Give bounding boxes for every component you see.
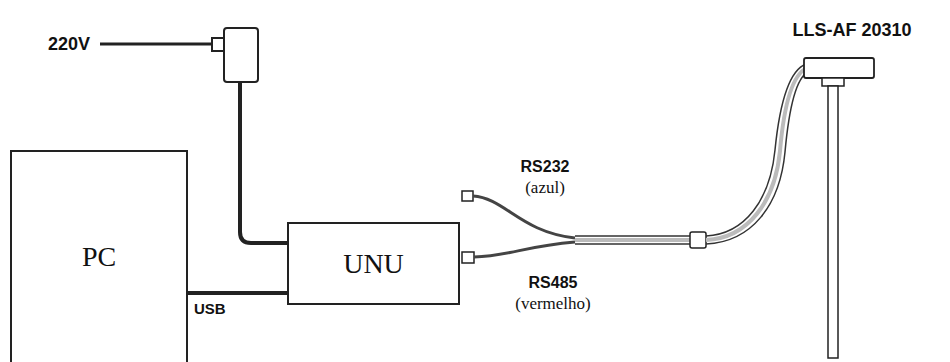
interface-unit-box: UNU xyxy=(287,222,460,305)
sensor-cable-core xyxy=(706,68,807,240)
plug-prong xyxy=(212,38,224,51)
rs232-connector xyxy=(462,191,473,201)
power-cable xyxy=(240,82,289,243)
power-adapter xyxy=(224,28,258,82)
sensor-flange xyxy=(822,78,844,86)
edge-label: USB xyxy=(194,300,226,317)
sensor-head xyxy=(804,58,874,78)
rs485-wire xyxy=(474,242,575,257)
sensor-cable-upper xyxy=(706,72,808,244)
voltage-label: 220V xyxy=(48,34,90,55)
rs232-wire xyxy=(473,196,575,238)
sensor-cable xyxy=(575,236,690,244)
cable-gland xyxy=(690,232,706,248)
plug-line xyxy=(100,43,222,46)
sensor-probe xyxy=(828,86,838,358)
wire-color-note: (azul) xyxy=(525,178,565,198)
computer-box: PC xyxy=(10,150,188,362)
sensor-model: LLS-AF 20310 xyxy=(792,20,911,41)
rs485-connector xyxy=(462,252,474,263)
signal-name: RS232 xyxy=(521,158,570,176)
wire-color-note: (vermelho) xyxy=(515,294,591,314)
usb-cable xyxy=(188,291,287,295)
node-text: UNU xyxy=(343,248,404,280)
node-text: PC xyxy=(82,241,116,273)
sensor-cable-core xyxy=(575,238,690,242)
signal-name: RS485 xyxy=(529,274,578,292)
